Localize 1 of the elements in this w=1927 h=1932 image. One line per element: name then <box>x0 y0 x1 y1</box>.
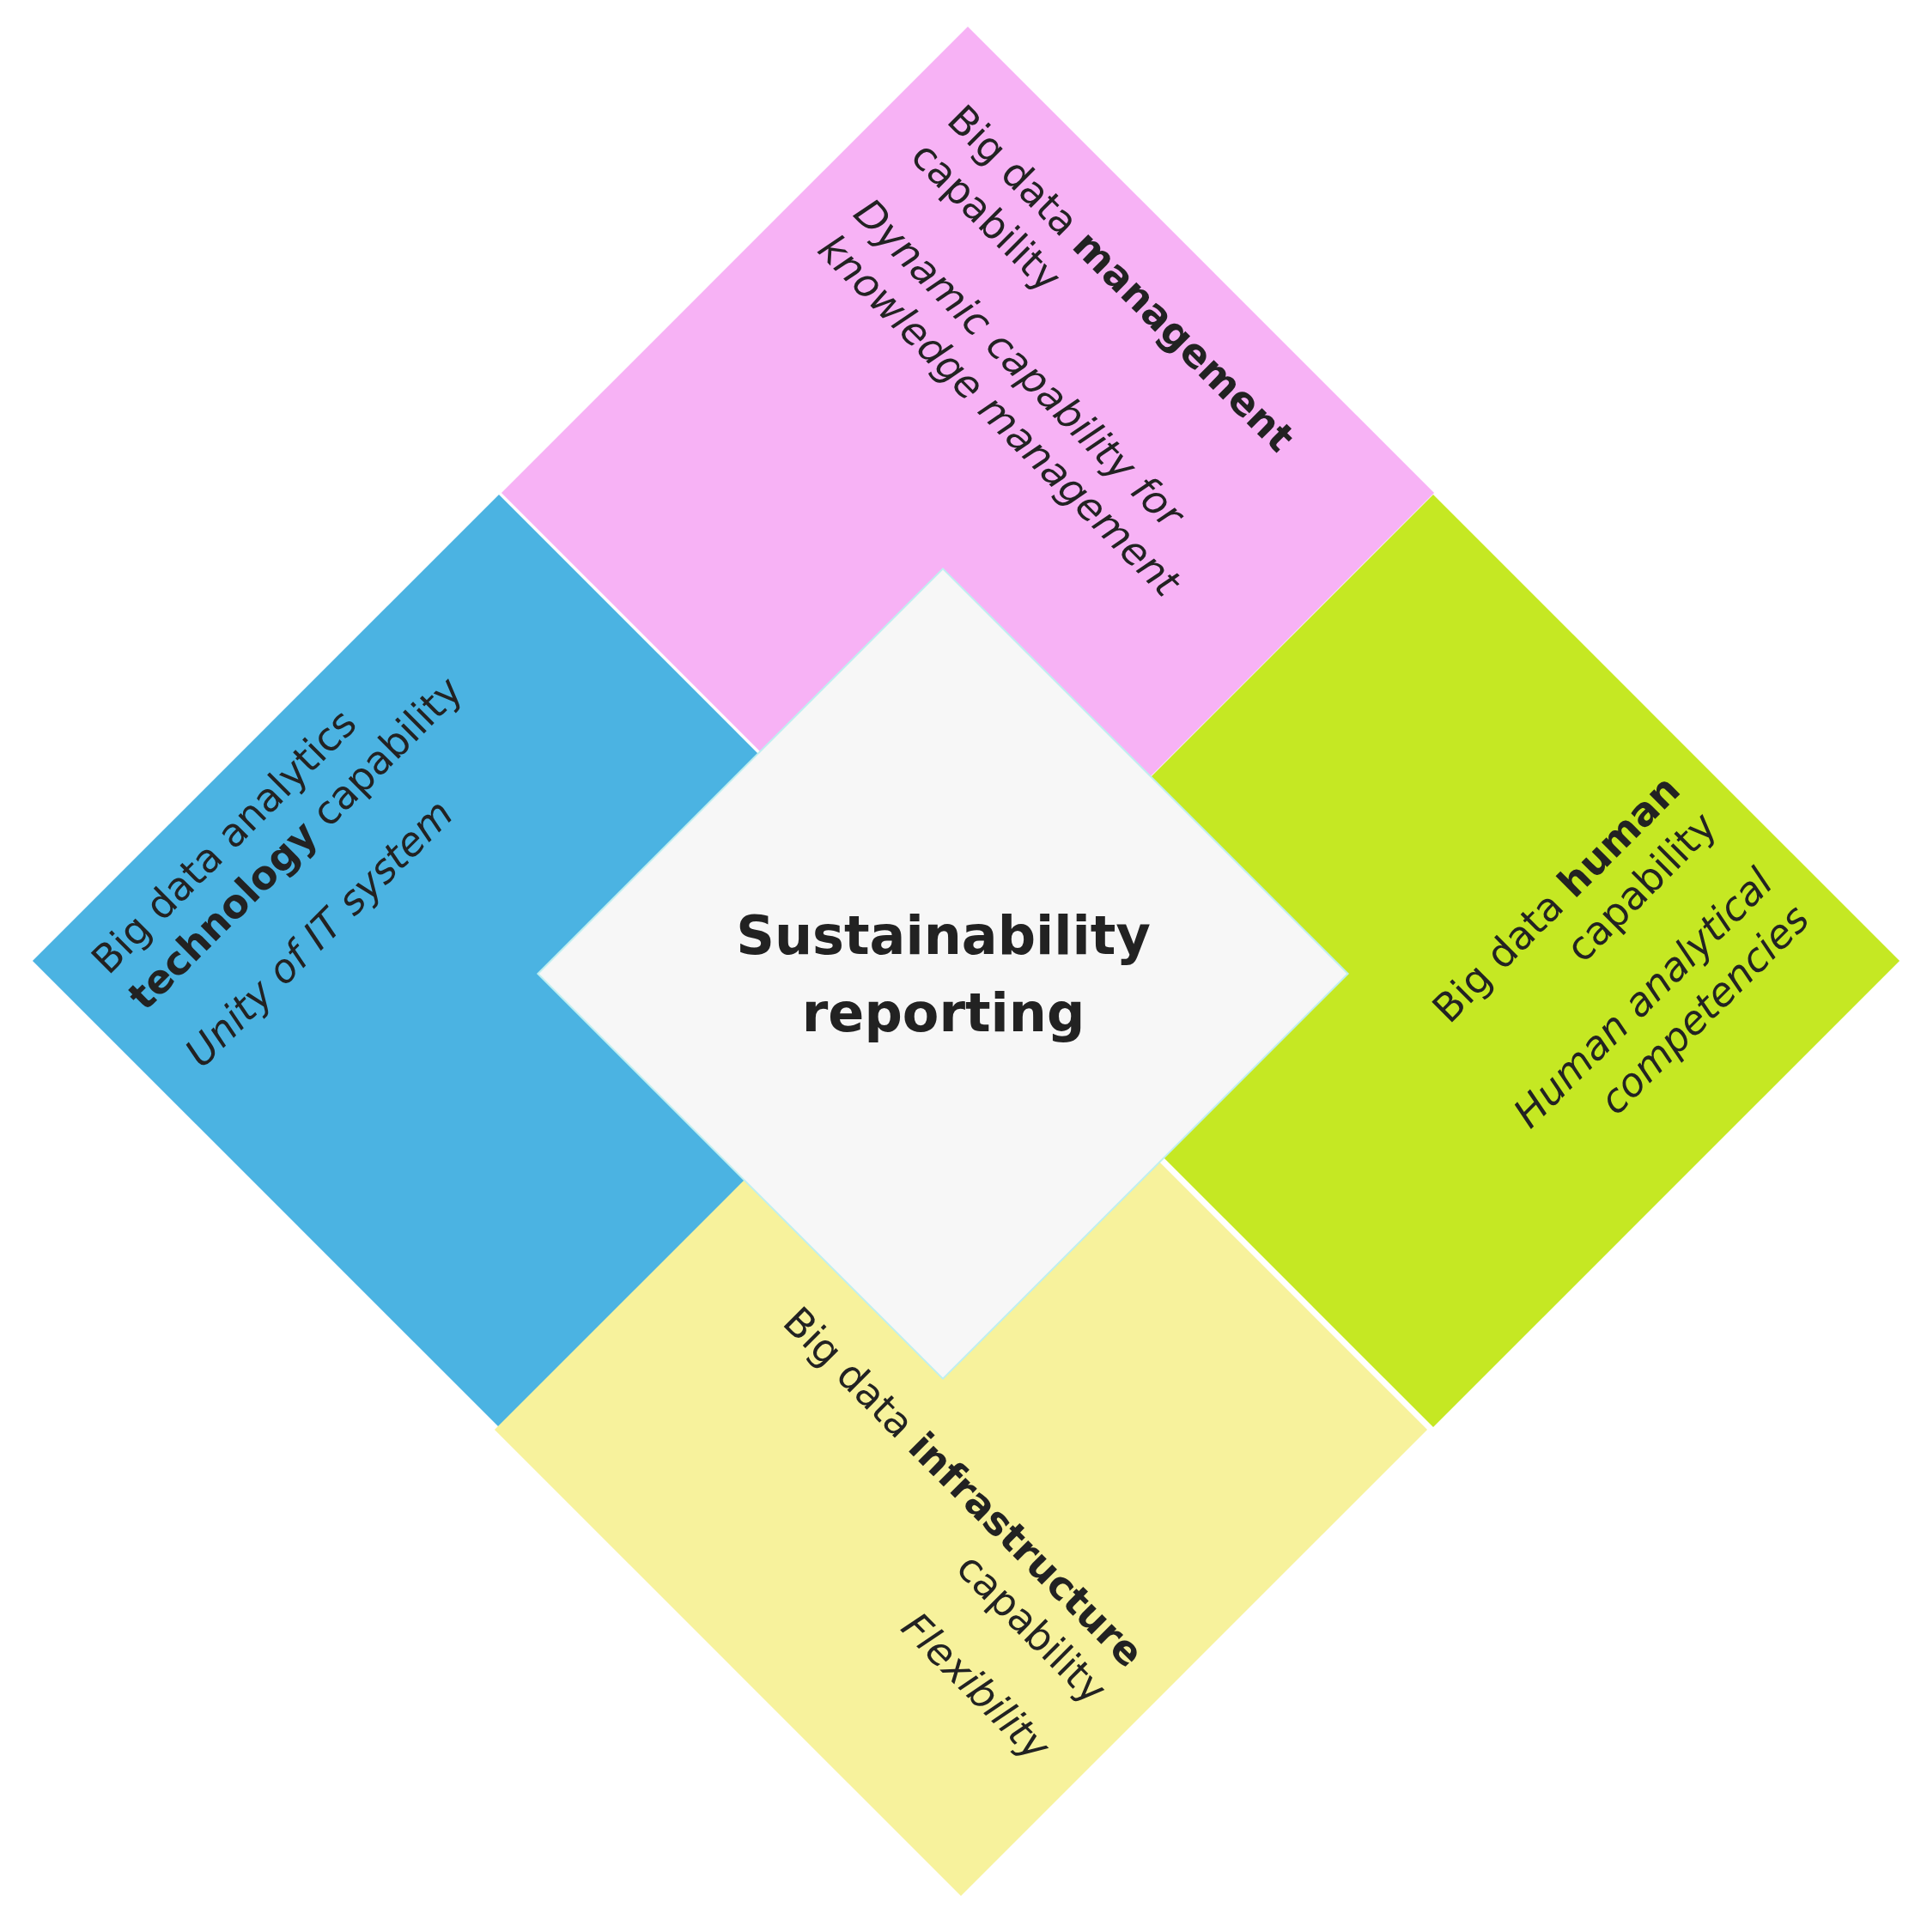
center-title: Sustainability reporting <box>734 902 1152 1045</box>
